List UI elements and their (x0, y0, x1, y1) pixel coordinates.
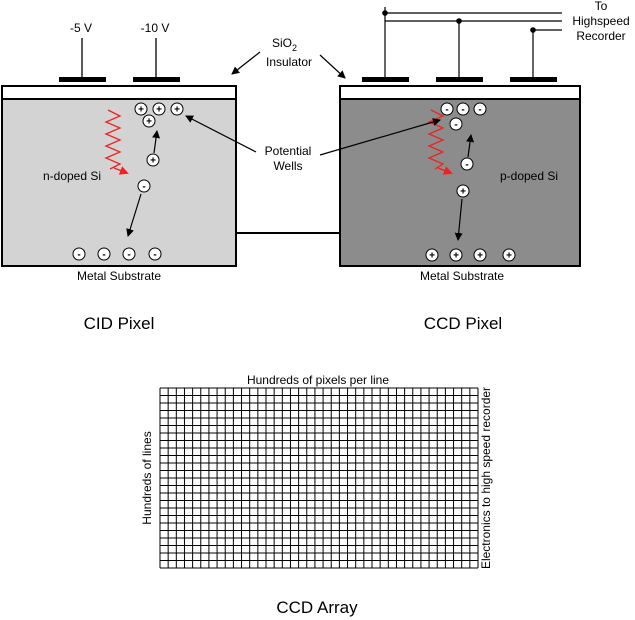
svg-text:-: - (461, 105, 464, 116)
svg-text:-: - (445, 105, 448, 116)
insulator-arrow-right (319, 54, 346, 79)
potential-wells-line2: Wells (273, 159, 302, 173)
ccd-array: Hundreds of pixels per line Hundreds of … (140, 373, 493, 617)
ccd-title: CCD Pixel (424, 314, 502, 333)
svg-text:+: + (453, 251, 459, 262)
svg-text:+: + (146, 117, 152, 128)
ccd-pixel: To Highspeed Recorder p-doped Si Metal S… (339, 0, 630, 333)
pixel-grid (159, 387, 479, 569)
ccd-recorder-label-line1: To (595, 0, 608, 13)
insulator-formula: SiO2 (272, 36, 297, 53)
ccd-recorder-label-line2: Highspeed (572, 14, 629, 28)
insulator-label: Insulator (266, 55, 312, 69)
cid-electron-arrow (126, 193, 142, 237)
ccd-hole-arrow (454, 198, 463, 241)
ccd-wire-node-3 (530, 27, 536, 33)
cid-photon-arrow-head (113, 166, 129, 175)
cid-hole-sign: + (150, 156, 156, 167)
cid-electron-charge (137, 179, 151, 193)
svg-text:+: + (174, 105, 180, 116)
svg-text:+: + (506, 251, 512, 262)
ccd-electrode-2 (436, 77, 483, 82)
ccd-hole-sign: + (460, 187, 466, 198)
ccd-substrate-charges: + + + + (425, 248, 516, 262)
cid-electron-sign: - (142, 182, 145, 193)
cid-hole-arrow (152, 130, 161, 154)
array-top-label: Hundreds of pixels per line (247, 373, 389, 387)
potential-wells-arrow-right (319, 118, 441, 156)
ccd-electrode-3 (510, 77, 557, 82)
cid-title: CID Pixel (84, 314, 155, 333)
svg-text:-: - (127, 250, 130, 261)
ccd-readout-wiring (384, 7, 562, 77)
svg-text:+: + (156, 105, 162, 116)
array-right-label: Electronics to high speed recorder (479, 387, 493, 569)
cid-voltage-right-label: -10 V (141, 21, 170, 35)
ccd-hole-charge (456, 184, 470, 198)
ccd-material-label: p-doped Si (500, 169, 558, 183)
svg-text:-: - (153, 250, 156, 261)
array-title: CCD Array (276, 598, 358, 617)
potential-wells-line1: Potential (265, 144, 312, 158)
svg-text:+: + (429, 251, 435, 262)
ccd-wire-node-2 (456, 18, 462, 24)
cid-substrate-charges: - - - - (72, 247, 162, 261)
svg-text:+: + (138, 105, 144, 116)
ccd-substrate-label: Metal Substrate (420, 269, 504, 283)
cid-voltage-left-label: -5 V (70, 21, 92, 35)
cid-electrode-left (59, 77, 106, 82)
cid-substrate-label: Metal Substrate (77, 269, 161, 283)
cid-well-charges: + + + + (134, 102, 184, 128)
cid-silicon-body (1, 98, 237, 267)
ccd-electron-arrow (466, 134, 475, 158)
ccd-recorder-label-line3: Recorder (576, 29, 625, 43)
svg-text:-: - (102, 250, 105, 261)
svg-text:-: - (77, 250, 80, 261)
svg-text:-: - (478, 105, 481, 116)
ccd-well-charges: - - - - (440, 102, 487, 131)
cid-photon-arrow (104, 109, 122, 170)
array-left-label: Hundreds of lines (140, 431, 154, 524)
ccd-photon-arrow-head (437, 166, 453, 175)
ccd-electron-charge (460, 157, 474, 171)
potential-wells-arrow-left (185, 115, 257, 153)
ccd-insulator-layer (339, 85, 581, 100)
ccd-electrode-1 (362, 77, 409, 82)
cid-hole-charge (146, 153, 160, 167)
cid-pixel: -5 V -10 V n-doped Si Metal Substrate CI… (1, 21, 237, 333)
svg-text:-: - (454, 120, 457, 131)
insulator-arrow-left (231, 51, 261, 75)
cid-insulator-layer (1, 85, 237, 100)
ccd-electron-sign: - (465, 160, 468, 171)
potential-wells-callout: Potential Wells (185, 115, 441, 173)
ccd-wire-node-1 (382, 10, 388, 16)
cid-electrode-right (133, 77, 180, 82)
cid-material-label: n-doped Si (43, 169, 101, 183)
svg-text:+: + (477, 251, 483, 262)
insulator-callout: SiO2 Insulator (231, 36, 346, 79)
